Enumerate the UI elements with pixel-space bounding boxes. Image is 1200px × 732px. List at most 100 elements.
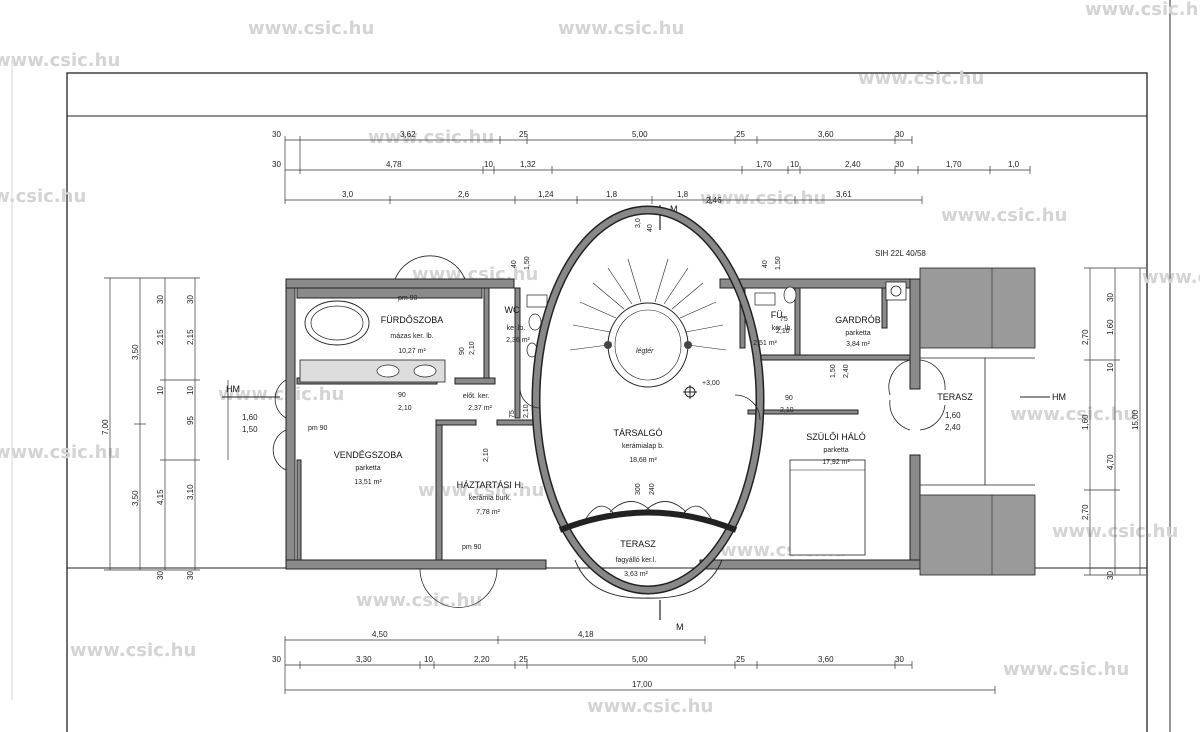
dim-label: 30 <box>895 160 904 169</box>
hm-marker-left: HM <box>226 384 240 394</box>
dim-label: 90 <box>398 392 406 399</box>
watermark: www.csic.hu <box>368 127 494 148</box>
watermark: www.csic.hu <box>0 186 86 207</box>
dim-label: 2,10 <box>469 341 476 355</box>
watermark: www.csic.hu <box>418 480 544 501</box>
room-area: 10,27 m² <box>398 348 426 355</box>
dim-label: 2,10 <box>483 448 490 462</box>
room-floor: parketta <box>355 465 380 472</box>
room-floor: mázas ker. lb. <box>390 333 433 340</box>
building-walls <box>285 278 921 570</box>
dim-label: 300 <box>635 483 642 495</box>
dim-label: pm 90 <box>462 544 482 551</box>
dim-label: 4,18 <box>578 630 594 639</box>
dim-label: 25 <box>736 130 745 139</box>
dim-label: 95 <box>186 416 195 425</box>
dim-label: 10 <box>1106 363 1115 372</box>
dim-label: 4,70 <box>1106 454 1115 470</box>
room-floor: fagyálló ker.l. <box>616 557 657 564</box>
dim-label: 10 <box>424 655 433 664</box>
dim-label: 30 <box>895 655 904 664</box>
dim-label: 30 <box>272 655 281 664</box>
dim-label: 90 <box>785 395 793 402</box>
stair-void-label: légtér <box>636 348 654 355</box>
watermark: www.csic.hu <box>941 205 1067 226</box>
dim-label: 1,60 <box>945 411 961 420</box>
right-terrace <box>919 267 1036 576</box>
dim-label: 1,50 <box>524 256 531 270</box>
watermark: www.csic.hu <box>587 696 713 717</box>
dim-label: 5,00 <box>632 130 648 139</box>
watermark: www.csic.hu <box>558 18 684 39</box>
room-labels: FÜRDŐSZOBA mázas ker. lb. 10,27 m² WC ke… <box>334 305 974 578</box>
room-name: WC <box>505 305 520 315</box>
dim-label: 10 <box>790 160 799 169</box>
dim-label: 1,50 <box>242 425 258 434</box>
dim-label: 1,0 <box>1008 160 1020 169</box>
left-dimensions: 7,00 3,50 3,50 2,15 2,15 4,15 3,10 10 95… <box>101 277 280 580</box>
room-floor: előt. ker. <box>463 393 490 400</box>
dim-label: 17,00 <box>632 680 653 689</box>
oval-living-room: légtér +3,00 <box>531 205 765 595</box>
dim-label: 4,78 <box>386 160 402 169</box>
dim-label: 30 <box>186 295 195 304</box>
room-area: 3,84 m² <box>846 341 870 348</box>
dim-label: 30 <box>895 130 904 139</box>
dim-label: 2,40 <box>843 364 850 378</box>
dim-label: 2,10 <box>776 328 790 335</box>
watermark: www.csic.hu <box>70 640 196 661</box>
room-area: 13,51 m² <box>354 479 382 486</box>
sheet-frame <box>66 72 1148 732</box>
dim-label: 2,70 <box>1081 504 1090 520</box>
dim-label: 15,00 <box>1131 409 1140 430</box>
dim-label: 1,8 <box>677 190 689 199</box>
dim-label: 3,50 <box>131 344 140 360</box>
watermark: www.csic.hu <box>1003 659 1129 680</box>
watermark: www.csic.hu <box>1085 0 1200 20</box>
room-name: VENDÉGSZOBA <box>334 450 403 460</box>
dim-label: 2,20 <box>474 655 490 664</box>
room-area: 2,51 m² <box>753 340 777 347</box>
watermark: www.csic.hu <box>356 590 482 611</box>
dim-label: 30 <box>156 295 165 304</box>
room-area: 2,37 m² <box>468 405 492 412</box>
dim-label: 2,6 <box>458 190 470 199</box>
section-marker-top: M <box>670 204 678 214</box>
dim-label: pm 90 <box>398 295 418 302</box>
dim-label: 90 <box>459 347 466 355</box>
dim-label: 30 <box>186 571 195 580</box>
dim-label: 75 <box>780 316 788 323</box>
dim-label: 1,50 <box>775 256 782 270</box>
dim-label: 5,00 <box>632 655 648 664</box>
section-marker-bottom: M <box>676 622 684 632</box>
inner-dimensions: pm 90 pm 90 pm 90 90 2,10 90 2,10 90 2,1… <box>308 218 850 551</box>
dim-label: 3,10 <box>186 484 195 500</box>
room-floor: ker. lb. <box>772 325 793 332</box>
dim-label: 2,46 <box>706 196 722 205</box>
dim-label: 240 <box>649 483 656 495</box>
sheet-note: SIH 22L 40/58 <box>875 249 926 258</box>
dim-label: 1,50 <box>830 364 837 378</box>
dim-label: 30 <box>1106 293 1115 302</box>
dim-label: 2,10 <box>398 405 412 412</box>
room-name: FÜ. <box>771 310 786 320</box>
dim-label: 4,50 <box>372 630 388 639</box>
room-name: FÜRDŐSZOBA <box>381 315 444 325</box>
dim-label: 1,8 <box>606 190 618 199</box>
room-floor: parketta <box>845 330 870 337</box>
dim-label: 25 <box>519 130 528 139</box>
right-dimensions: 2,70 15,00 1,60 1,60 4,70 2,70 10 30 30 … <box>945 267 1146 580</box>
dim-label: 1,70 <box>946 160 962 169</box>
room-floor: parketta <box>823 447 848 454</box>
dim-label: 40 <box>511 260 518 268</box>
dim-label: 2,40 <box>845 160 861 169</box>
dim-label: 2,15 <box>186 329 195 345</box>
watermark: www.csic.hu <box>1010 404 1136 425</box>
watermark: www.csic.hu <box>0 442 120 463</box>
watermark: www.csic.hu <box>218 384 344 405</box>
dim-label: 3,0 <box>635 218 642 228</box>
dim-label: 7,00 <box>101 419 110 435</box>
hm-marker-right: HM <box>1052 392 1066 402</box>
dim-label: 30 <box>1106 571 1115 580</box>
